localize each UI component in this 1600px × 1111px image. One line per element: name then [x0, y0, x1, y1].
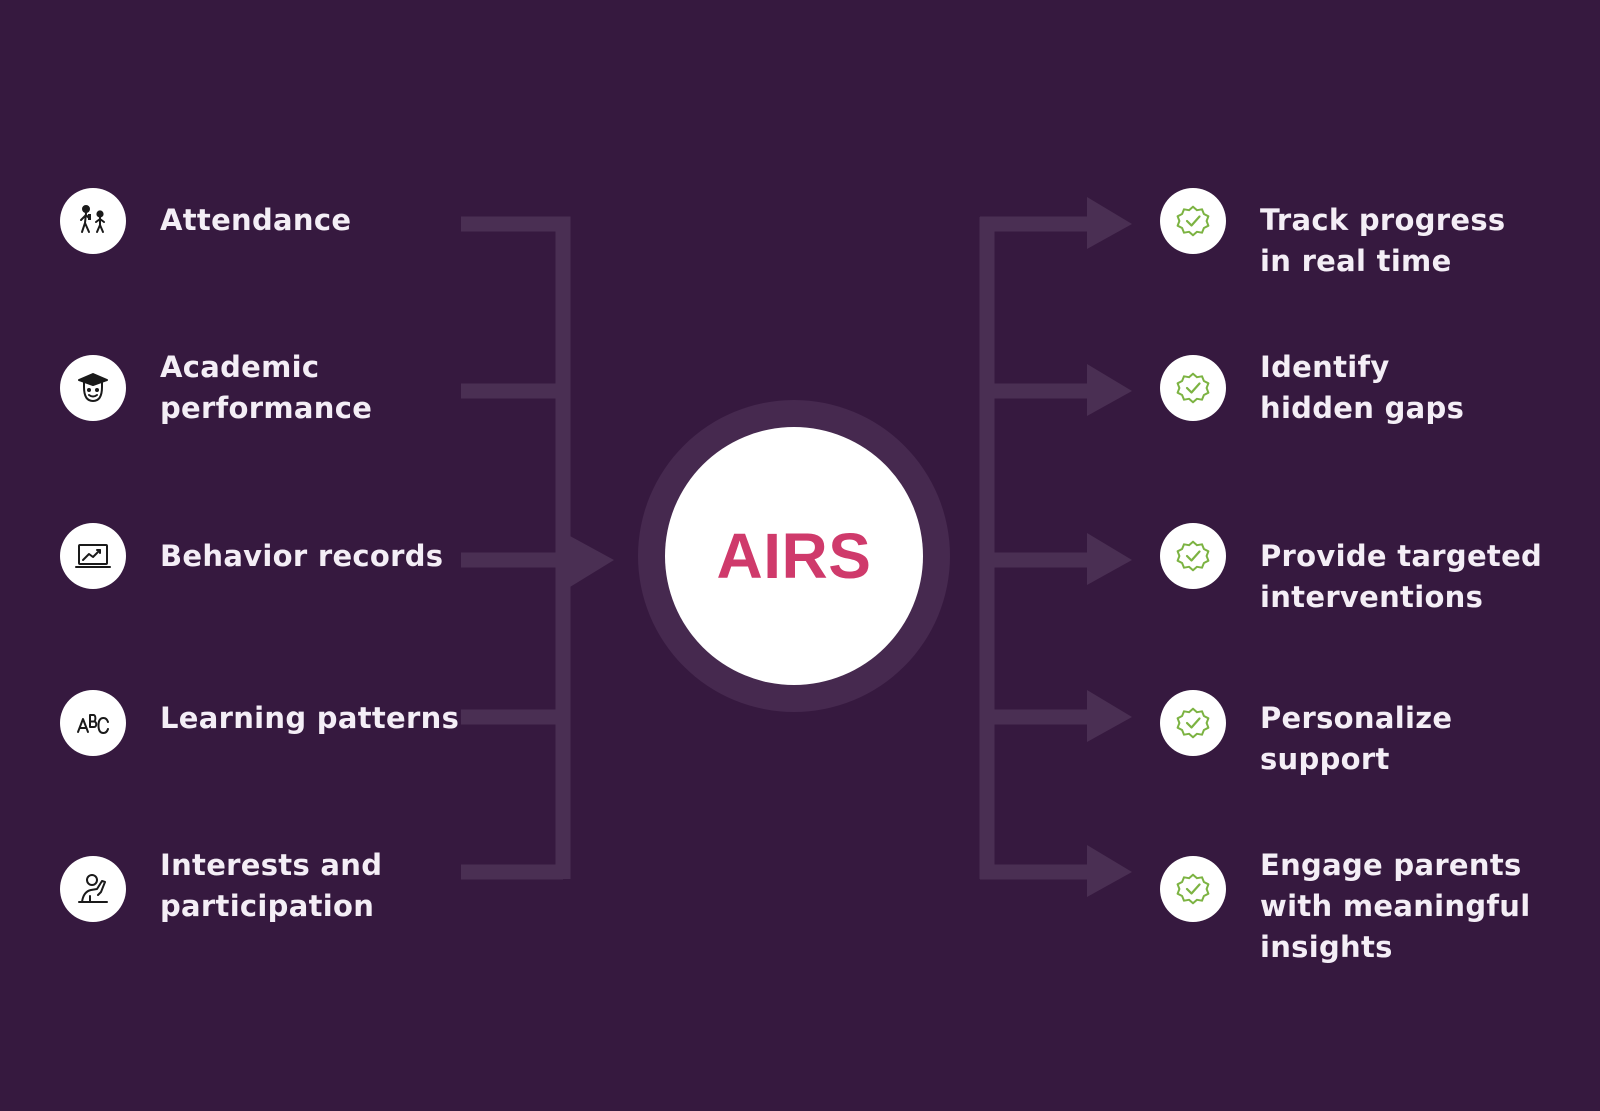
output-arrowhead-3: [1087, 533, 1132, 585]
verified-badge-icon: [1160, 355, 1226, 421]
students-walking-icon: [60, 188, 126, 254]
hub-circle: AIRS: [665, 427, 923, 685]
hub-title: AIRS: [716, 520, 872, 592]
output-label-line: Identify: [1260, 350, 1390, 384]
input-label-line: Behavior records: [160, 539, 444, 573]
output-arrowhead-1: [1087, 197, 1132, 249]
input-connector-1: [461, 216, 571, 879]
verified-badge-icon: [1160, 856, 1226, 922]
abc-letters-icon: [60, 690, 126, 756]
hub-input-arrowhead: [570, 536, 614, 587]
input-label-line: performance: [160, 391, 373, 425]
output-label-line: support: [1260, 742, 1390, 776]
chart-screen-icon: [60, 523, 126, 589]
verified-badge-icon: [1160, 690, 1226, 756]
input-label-line: Learning patterns: [160, 701, 460, 735]
output-arrowhead-5: [1087, 845, 1132, 897]
input-label-line: Attendance: [160, 203, 352, 237]
output-label-line: Personalize: [1260, 701, 1453, 735]
output-label-line: Provide targeted: [1260, 539, 1543, 573]
output-label-line: Track progress: [1260, 203, 1506, 237]
output-label-line: interventions: [1260, 580, 1484, 614]
verified-badge-icon: [1160, 188, 1226, 254]
input-label-line: Interests and: [160, 848, 383, 882]
raised-hand-person-icon: [60, 856, 126, 922]
verified-badge-icon: [1160, 523, 1226, 589]
input-label-line: participation: [160, 889, 375, 923]
output-label-line: insights: [1260, 930, 1393, 964]
graduate-face-icon: [60, 355, 126, 421]
output-label-line: hidden gaps: [1260, 391, 1465, 425]
output-arrowhead-4: [1087, 690, 1132, 742]
input-label-line: Academic: [160, 350, 320, 384]
output-arrowhead-2: [1087, 364, 1132, 416]
output-label-line: with meaningful: [1260, 889, 1531, 923]
output-label-line: in real time: [1260, 244, 1452, 278]
output-label-line: Engage parents: [1260, 848, 1522, 882]
